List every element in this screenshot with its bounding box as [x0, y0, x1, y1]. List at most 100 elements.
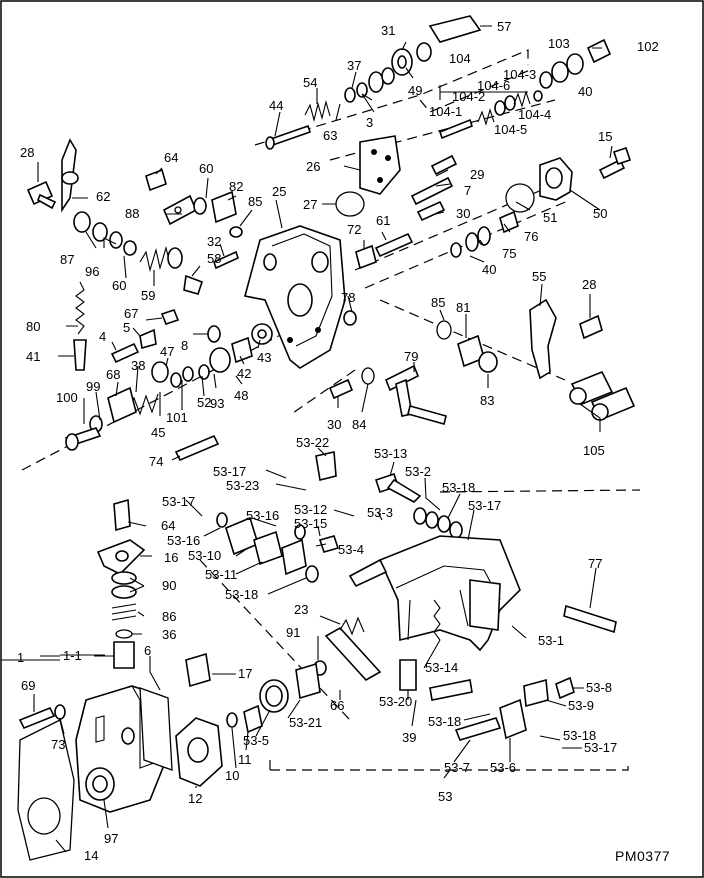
callout-8: 8	[181, 338, 188, 353]
callout-31: 31	[381, 23, 395, 38]
callout-85: 85	[248, 194, 262, 209]
callout-63: 63	[323, 128, 337, 143]
callout-53-14: 53-14	[425, 660, 458, 675]
main-housing	[244, 225, 357, 369]
callout-53-17: 53-17	[213, 464, 246, 479]
callout-53-3: 53-3	[367, 505, 393, 520]
callout-17: 17	[238, 666, 252, 681]
callout-53-18: 53-18	[225, 587, 258, 602]
group-brackets	[1, 85, 528, 661]
callout-30: 30	[327, 417, 341, 432]
callout-80: 80	[26, 319, 40, 334]
callout-1: 1	[17, 650, 24, 665]
callout-62: 62	[96, 189, 110, 204]
upper-parts	[265, 15, 632, 270]
callout-49: 49	[408, 83, 422, 98]
callout-61: 61	[376, 213, 390, 228]
callout-104-2: 104-2	[452, 89, 485, 104]
callout-53-18: 53-18	[442, 480, 475, 495]
callout-10: 10	[225, 768, 239, 783]
callout-53-20: 53-20	[379, 694, 412, 709]
callout-42: 42	[237, 366, 251, 381]
callout-53-1: 53-1	[538, 633, 564, 648]
callout-103: 103	[548, 36, 570, 51]
callout-53-11: 53-11	[205, 567, 237, 582]
callout-51: 51	[543, 210, 557, 225]
callout-28: 28	[582, 277, 596, 292]
callout-53-18: 53-18	[428, 714, 461, 729]
drawing-code: PM0377	[615, 848, 670, 864]
callout-86: 86	[162, 609, 176, 624]
callout-85: 85	[431, 295, 445, 310]
callout-104-4: 104-4	[518, 107, 551, 122]
callout-76: 76	[524, 229, 538, 244]
callout-60: 60	[112, 278, 126, 293]
callout-47: 47	[160, 344, 174, 359]
callout-7: 7	[464, 183, 471, 198]
callout-87: 87	[60, 252, 74, 267]
callout-53-9: 53-9	[568, 698, 594, 713]
callout-23: 23	[294, 602, 308, 617]
callout-53-17: 53-17	[584, 740, 617, 755]
callout-53-12: 53-12	[294, 502, 327, 517]
callout-12: 12	[188, 791, 202, 806]
callout-53-16: 53-16	[167, 533, 200, 548]
callout-43: 43	[257, 350, 271, 365]
callout-27: 27	[303, 197, 317, 212]
callout-74: 74	[149, 454, 163, 469]
callout-79: 79	[404, 349, 418, 364]
callout-68: 68	[106, 367, 120, 382]
callout-78: 78	[341, 290, 355, 305]
callout-40: 40	[482, 262, 496, 277]
callout-15: 15	[598, 129, 612, 144]
callout-102: 102	[637, 39, 659, 54]
callout-53-10: 53-10	[188, 548, 221, 563]
pump-body-parts	[17, 498, 263, 861]
callout-97: 97	[104, 831, 118, 846]
callout-53-17: 53-17	[162, 494, 195, 509]
callout-72: 72	[347, 222, 361, 237]
callout-82: 82	[229, 179, 243, 194]
callout-53-21: 53-21	[289, 715, 322, 730]
callout-99: 99	[86, 379, 100, 394]
callout-81: 81	[456, 300, 470, 315]
callout-37: 37	[347, 58, 361, 73]
callout-104: 104	[449, 51, 471, 66]
callout-60: 60	[199, 161, 213, 176]
callout-73: 73	[51, 737, 65, 752]
callout-59: 59	[141, 288, 155, 303]
callout-104-3: 104-3	[503, 67, 536, 82]
callout-44: 44	[269, 98, 283, 113]
callout-91: 91	[286, 625, 300, 640]
callout-88: 88	[125, 206, 139, 221]
callout-53-22: 53-22	[296, 435, 329, 450]
callout-30: 30	[456, 206, 470, 221]
callout-16: 16	[164, 550, 178, 565]
callout-77: 77	[588, 556, 602, 571]
callout-41: 41	[26, 349, 40, 364]
callout-104-5: 104-5	[494, 122, 527, 137]
callout-64: 64	[161, 518, 175, 533]
callout-labels: 57 31 104 103 102 54 37 49 104-3 104-6 1…	[17, 19, 659, 863]
callout-11: 11	[238, 752, 252, 767]
callout-52: 52	[197, 395, 211, 410]
callout-45: 45	[151, 425, 165, 440]
callout-53-13: 53-13	[374, 446, 407, 461]
callout-53-15: 53-15	[294, 516, 327, 531]
governor-linkage	[216, 451, 617, 741]
callout-14: 14	[84, 848, 98, 863]
callout-105: 105	[583, 443, 605, 458]
callout-104-1: 104-1	[429, 104, 462, 119]
callout-29: 29	[470, 167, 484, 182]
callout-83: 83	[480, 393, 494, 408]
callout-53-2: 53-2	[405, 464, 431, 479]
callout-66: 66	[330, 698, 344, 713]
callout-32: 32	[207, 234, 221, 249]
callout-4: 4	[99, 329, 106, 344]
callout-53-23: 53-23	[226, 478, 259, 493]
callout-25: 25	[272, 184, 286, 199]
callout-26: 26	[306, 159, 320, 174]
callout-53-8: 53-8	[586, 680, 612, 695]
